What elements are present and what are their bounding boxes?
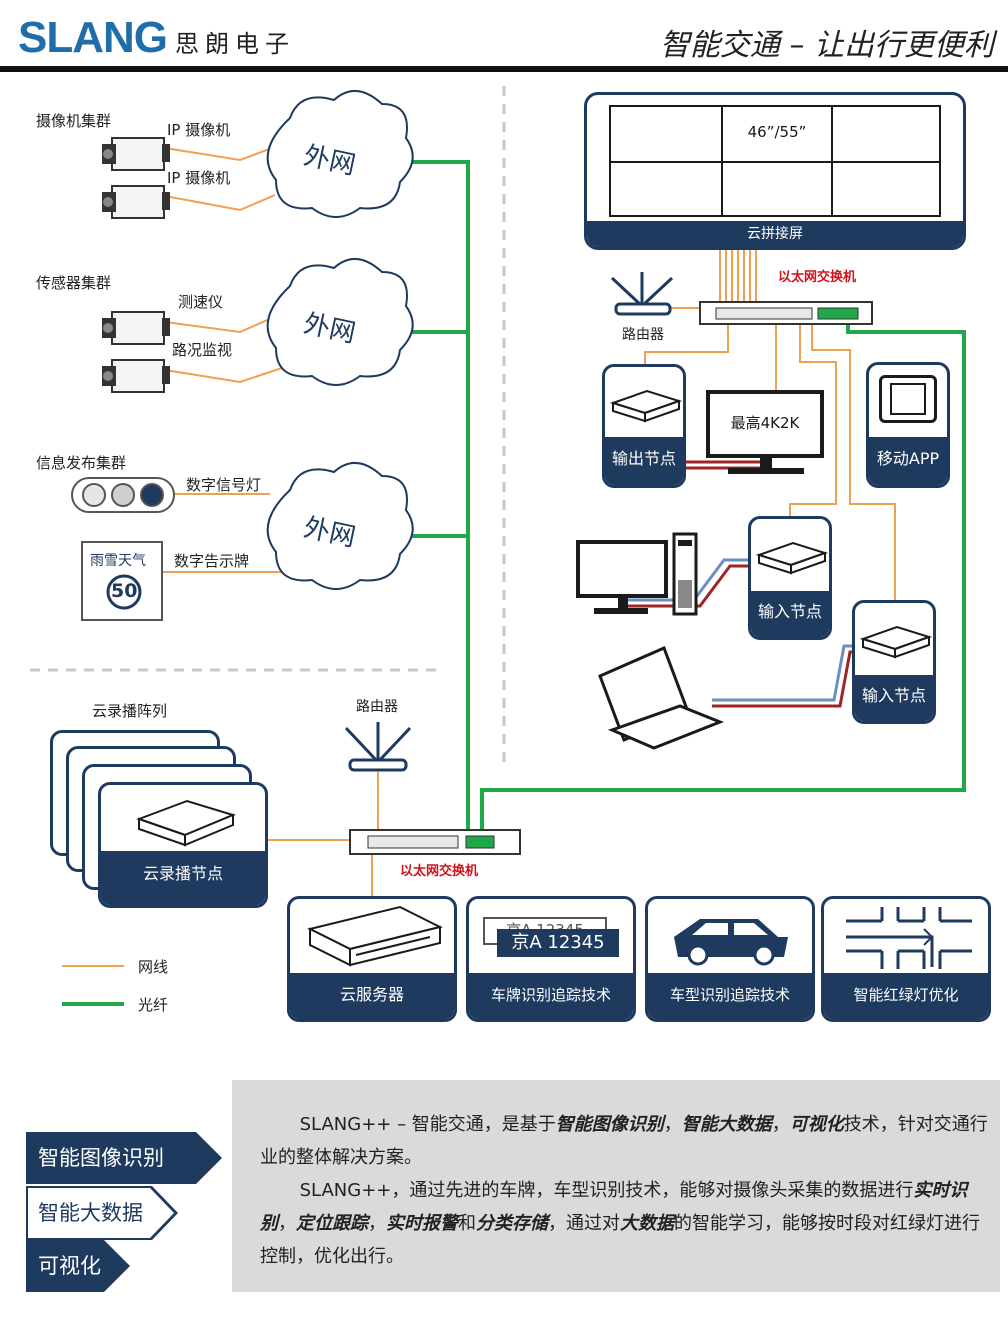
tablet-icon (879, 375, 937, 423)
sign-board-label: 数字告示牌 (174, 552, 250, 570)
tag-big-data[interactable]: 智能大数据 (38, 1201, 143, 1225)
vehicle-recognition-card[interactable]: 车型识别追踪技术 (645, 896, 815, 1022)
legend-cable-label: 网线 (138, 958, 169, 976)
car-icon (674, 919, 788, 966)
vehicle-recognition-label: 车型识别追踪技术 (648, 973, 812, 1019)
legend-fiber-label: 光纤 (138, 996, 169, 1014)
mobile-app-card[interactable]: 移动APP (866, 362, 950, 488)
switch-label-bottom: 以太网交换机 (400, 864, 479, 879)
video-wall-card[interactable]: 46”/55” 云拼接屏 (584, 92, 966, 250)
tag-big-data-frame (26, 1186, 178, 1240)
screen-cables (644, 250, 896, 600)
cloud-shapes (266, 90, 414, 590)
sign-text: 雨雪天气 (90, 553, 146, 569)
array-title: 云录播阵列 (92, 702, 168, 720)
cloud-server-card[interactable]: 云服务器 (287, 896, 457, 1022)
input-node-label-2: 输入节点 (855, 675, 933, 721)
mobile-app-label: 移动APP (869, 437, 947, 485)
monitor-icon (706, 390, 824, 474)
sign-board-icon (81, 541, 163, 621)
speed-limit-value: 50 (111, 580, 138, 602)
cloud-server-icon (307, 905, 443, 967)
plate-front: 京A 12345 (497, 929, 619, 957)
switch-label-right: 以太网交换机 (778, 270, 857, 285)
traffic-light-icon (71, 477, 175, 513)
router-label-bottom: 路由器 (356, 699, 398, 715)
traffic-optimization-card[interactable]: 智能红绿灯优化 (821, 896, 991, 1022)
header-divider (0, 66, 1008, 72)
ip-camera-label-2: IP 摄像机 (167, 169, 231, 187)
description-paragraph-2: SLANG++，通过先进的车牌，车型识别技术，能够对摄像头采集的数据进行实时识别… (260, 1180, 980, 1267)
traffic-optimization-label: 智能红绿灯优化 (824, 973, 988, 1019)
road-map-icon (846, 907, 972, 969)
cloud-server-label: 云服务器 (290, 973, 454, 1019)
input-node-card-1[interactable]: 输入节点 (748, 516, 832, 640)
router-icon-bottom (344, 722, 412, 772)
router-label-right: 路由器 (622, 327, 664, 343)
video-wall-label: 云拼接屏 (587, 221, 963, 247)
fiber-lines (408, 160, 966, 840)
input-node-label-1: 输入节点 (751, 591, 829, 637)
ip-camera-label-1: IP 摄像机 (167, 121, 231, 139)
camera-cluster-label: 摄像机集群 (36, 112, 112, 130)
output-node-card[interactable]: 输出节点 (602, 364, 686, 488)
brand-logo: SLANG (18, 13, 168, 62)
sensor-cluster-label: 传感器集群 (36, 274, 112, 292)
plate-recognition-card[interactable]: 京A 12345 京A 12345 车牌识别追踪技术 (466, 896, 636, 1022)
slogan: 智能交通 – 让出行更便利 (659, 28, 994, 63)
speed-meter-label: 测速仪 (178, 293, 224, 311)
output-node-label: 输出节点 (605, 437, 683, 485)
signal-light-label: 数字信号灯 (186, 476, 262, 494)
company-name: 思朗电子 (175, 30, 295, 58)
info-cluster-label: 信息发布集群 (36, 454, 127, 472)
monitor-text: 最高4K2K (730, 414, 800, 432)
array-node-label: 云录播节点 (101, 851, 265, 905)
router-icon-right (610, 272, 674, 316)
switch-icon-right (699, 301, 873, 325)
input-node-icon-2 (859, 625, 933, 659)
plate-recognition-label: 车牌识别追踪技术 (469, 973, 633, 1019)
input-node-card-2[interactable]: 输入节点 (852, 600, 936, 724)
video-wall-grid: 46”/55” (609, 105, 941, 217)
description-panel: SLANG++ – 智能交通，是基于智能图像识别，智能大数据，可视化技术，针对交… (232, 1080, 1000, 1292)
switch-cables (268, 772, 379, 896)
server-box-icon (136, 799, 236, 847)
desktop-pc-icon (576, 532, 698, 616)
laptop-icon (598, 645, 725, 750)
output-node-icon (609, 389, 683, 423)
description-paragraph-1: SLANG++ – 智能交通，是基于智能图像识别，智能大数据，可视化技术，针对交… (260, 1114, 988, 1168)
road-monitor-label: 路况监视 (172, 341, 233, 359)
screen-size-label: 46”/55” (747, 123, 807, 141)
switch-icon-bottom (349, 829, 521, 855)
array-node-card[interactable]: 云录播节点 (98, 782, 268, 908)
input-node-icon-1 (755, 541, 829, 575)
camera-icons (102, 137, 170, 393)
camera-cables (163, 147, 283, 573)
tag-image-recognition[interactable]: 智能图像识别 (26, 1132, 222, 1184)
